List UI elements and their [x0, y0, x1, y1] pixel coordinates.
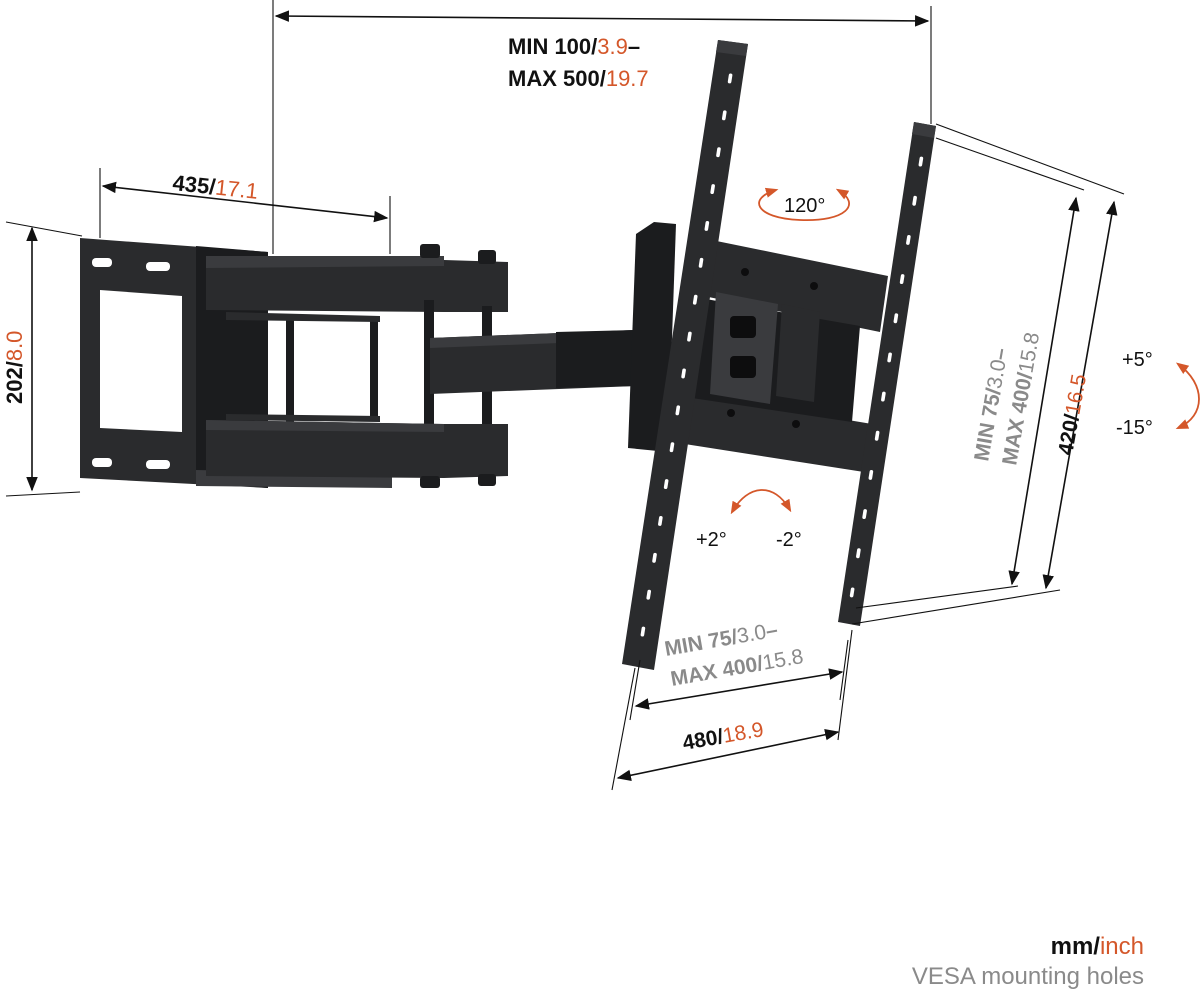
swivel-angle-label: 120°: [784, 195, 825, 217]
vesa-rail-left-slot: [710, 184, 715, 195]
vesa-rail-right: [838, 122, 936, 626]
inner-frame: [218, 312, 380, 422]
unit-legend: mm/inch: [1051, 933, 1144, 960]
level-plus-label: +2°: [696, 529, 727, 551]
vesa-rail-left-slot: [704, 220, 710, 231]
vesa-rail-left-slot: [652, 552, 657, 563]
vesa-rail-right-slot: [893, 313, 899, 324]
arm-width-label: 435/17.1: [171, 170, 259, 204]
tilt-down-label: -15°: [1116, 417, 1153, 439]
vesa-rail-left-slot: [640, 626, 646, 637]
vesa-rail-right-slot: [899, 274, 905, 285]
rotation-arrows: [730, 187, 1200, 515]
vesa-rail-right-slot: [881, 391, 886, 402]
horizontal-range-max-label: MAX 500/19.7: [508, 66, 649, 91]
vesa-rail-left-slot: [727, 73, 733, 84]
vesa-rail-left-slot: [721, 110, 727, 121]
vesa-rail-left-slot: [692, 294, 698, 305]
lower-arm: [206, 420, 508, 488]
horizontal-range-min-label: MIN 100/3.9–: [508, 34, 640, 59]
vesa-rail-right-slot: [856, 548, 861, 559]
vesa-rail-right-slot: [868, 469, 874, 480]
vesa-rail-right-slot: [912, 195, 917, 206]
vesa-rail-left-slot: [646, 589, 652, 600]
vesa-rail-left-slot: [681, 368, 686, 379]
vesa-rail-right-slot: [862, 509, 867, 520]
vesa-rail-left: [622, 40, 748, 670]
vesa-rail-right-slot: [887, 352, 892, 363]
tv-wall-mount-illustration: [80, 40, 936, 670]
vesa-caption: VESA mounting holes: [912, 963, 1144, 990]
vesa-rail-left-slot: [716, 147, 721, 158]
upper-arm: [206, 244, 508, 482]
vesa-rail-left-slot: [687, 331, 692, 342]
vesa-rail-right-slot: [874, 430, 880, 441]
vesa-rail-left-slot: [669, 442, 675, 453]
vesa-rail-right-slot: [918, 156, 924, 167]
vesa-rail-left-slot: [663, 479, 669, 490]
level-minus-label: -2°: [776, 529, 802, 551]
vesa-rail-right-slot: [906, 234, 911, 245]
vesa-rail-left-slot: [675, 405, 681, 416]
vesa-rail-left-slot: [658, 515, 663, 526]
vesa-rail-left-slot: [698, 257, 704, 268]
bracket-height-label: 420/16.5: [1054, 372, 1091, 457]
dimension-lines: [5, 0, 1125, 791]
tilt-up-label: +5°: [1122, 349, 1153, 371]
vesa-rail-right-slot: [849, 587, 855, 598]
extension-arm: [430, 330, 636, 394]
wallplate-height-label: 202/8.0: [2, 331, 27, 404]
